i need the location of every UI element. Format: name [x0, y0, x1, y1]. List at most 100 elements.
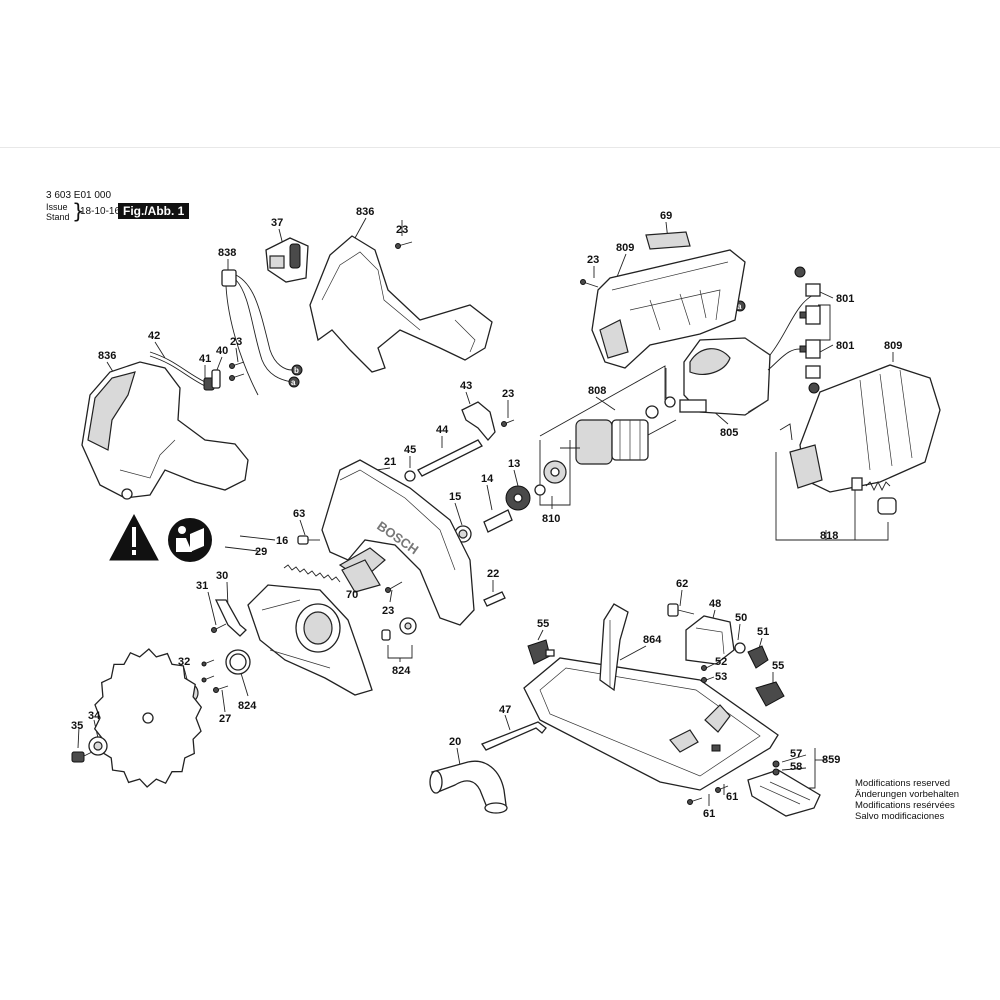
brush-holder-801	[794, 266, 821, 325]
dust-adapter-20	[429, 760, 508, 814]
screw-23	[501, 419, 515, 427]
pin-22	[483, 591, 506, 607]
notice-line: Modifications resérvées	[855, 800, 955, 811]
header-divider	[0, 147, 1000, 148]
part-label: 32	[178, 656, 190, 668]
clamping-set-824	[381, 617, 417, 641]
part-label: 62	[676, 578, 688, 590]
saw-blade	[93, 648, 203, 788]
part-label: 42	[148, 330, 160, 342]
screw-23	[229, 361, 245, 381]
part-label: 809	[616, 242, 634, 254]
part-label: 58	[790, 761, 802, 773]
brace-glyph: }	[72, 199, 85, 223]
parallel-guide-859	[747, 760, 821, 817]
screw-23	[385, 581, 403, 593]
nameplate-69	[645, 231, 691, 250]
part-label: 23	[382, 605, 394, 617]
part-label: 69	[660, 210, 672, 222]
handle-half-836-top	[309, 235, 493, 373]
part-label: 61	[726, 791, 738, 803]
hex-key-47	[481, 721, 547, 751]
screw-63	[297, 535, 320, 545]
part-label: 44	[436, 424, 449, 436]
issue-stand-labels: Issue Stand	[46, 202, 70, 222]
connector-a: a	[737, 302, 742, 311]
part-label: 824	[238, 700, 257, 712]
part-label: 809	[884, 340, 902, 352]
switch-37	[265, 237, 309, 283]
washer-50	[734, 642, 746, 654]
part-label: 23	[587, 254, 599, 266]
part-label: 808	[588, 385, 606, 397]
clamping-flange-34	[88, 736, 108, 756]
leader-lines	[77, 217, 894, 806]
part-label: 23	[230, 336, 242, 348]
read-manual-icon	[168, 518, 212, 562]
part-label: 63	[293, 508, 305, 520]
spring-16	[283, 564, 341, 583]
guard-lever-30	[214, 599, 247, 637]
part-label: 53	[715, 671, 727, 683]
part-label: 14	[481, 473, 494, 485]
screw-23	[580, 279, 599, 288]
knob-55	[755, 681, 785, 707]
strain-relief-40	[211, 369, 221, 389]
part-label: 16	[276, 535, 288, 547]
part-label: 37	[271, 217, 283, 229]
cable-set-838	[221, 269, 293, 396]
part-label: 30	[216, 570, 228, 582]
bolt-62	[667, 603, 695, 617]
part-label: 13	[508, 458, 520, 470]
part-label: 57	[790, 748, 802, 760]
part-label: 836	[356, 206, 374, 218]
notice-line: Änderungen vorbehalten	[855, 789, 960, 800]
part-label: 859	[822, 754, 840, 766]
screw-23	[201, 659, 215, 683]
part-label: 34	[88, 710, 101, 722]
notice-line: Salvo modificaciones	[855, 811, 945, 822]
motor-housing-809-right	[779, 364, 941, 493]
lock-lever-43	[461, 401, 496, 442]
part-label: 52	[715, 656, 727, 668]
wing-knob-51	[747, 645, 769, 669]
part-label: 23	[502, 388, 514, 400]
warning-label-70	[341, 559, 381, 593]
part-label: 805	[720, 427, 738, 439]
part-label: 47	[499, 704, 511, 716]
issue-date: 18-10-16	[80, 206, 121, 217]
base-plate-864	[523, 603, 779, 791]
part-label: 836	[98, 350, 116, 362]
armature-808	[560, 396, 677, 465]
document-number: 3 603 E01 000	[46, 190, 112, 201]
part-label: 35	[71, 720, 83, 732]
connector-b: b	[294, 366, 299, 375]
part-label: 21	[384, 456, 396, 468]
screw-31	[211, 623, 227, 633]
part-label: 810	[542, 513, 560, 525]
figure-badge: Fig./Abb. 1	[118, 203, 190, 219]
screw-52	[701, 665, 707, 671]
part-label: 838	[218, 247, 236, 259]
issue-label: Issue	[46, 202, 68, 212]
part-label: 27	[219, 713, 231, 725]
part-label: 20	[449, 736, 461, 748]
brush-cap-818	[851, 477, 897, 515]
part-label: 40	[216, 345, 228, 357]
connector-a: a	[291, 378, 296, 387]
part-label: 61	[703, 808, 715, 820]
motor-housing-809	[591, 249, 746, 369]
screw-23	[395, 241, 413, 249]
part-label: 818	[820, 530, 838, 542]
gear-13	[505, 485, 531, 511]
nut-53	[701, 677, 707, 683]
part-label: 45	[404, 444, 416, 456]
part-label: 801	[836, 293, 854, 305]
part-label: 31	[196, 580, 208, 592]
part-label: 70	[346, 589, 358, 601]
brush-holder-801	[799, 339, 821, 394]
spindle-lock-pin-44	[417, 439, 483, 477]
part-label: 23	[396, 224, 408, 236]
warning-triangle-icon	[109, 513, 159, 561]
